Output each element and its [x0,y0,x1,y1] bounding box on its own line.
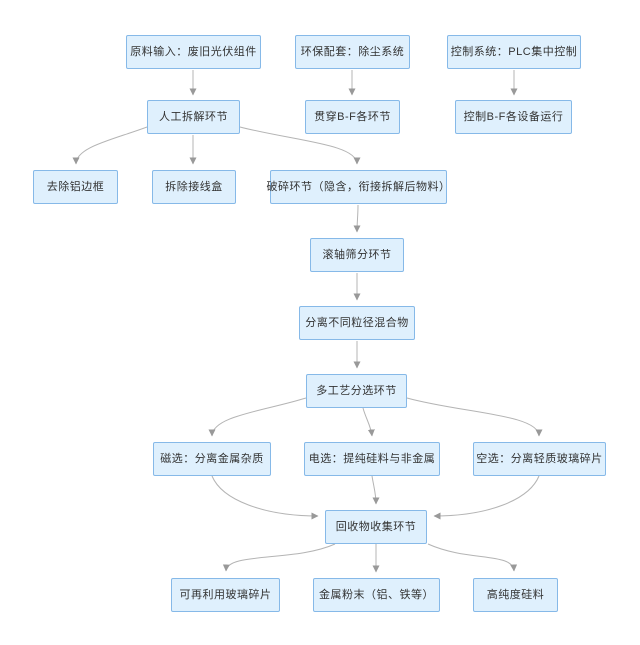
flow-node-through-bf: 贯穿B-F各环节 [305,100,400,134]
edge-collection-glass [222,543,336,572]
flow-node-control-bf: 控制B-F各设备运行 [455,100,572,134]
flow-node-metal-powder-output: 金属粉末（铝、铁等） [313,578,440,612]
flow-node-remove-junction-box: 拆除接线盒 [152,170,236,204]
flow-node-control-system: 控制系统：PLC集中控制 [447,35,581,69]
edge-magnetic-collection [211,475,319,520]
flow-node-glass-output: 可再利用玻璃碎片 [171,578,280,612]
flow-node-env-support: 环保配套：除尘系统 [295,35,410,69]
edge-electrostatic-collection [371,475,380,505]
edge-multisort-air [406,397,543,437]
edge-multisort-electrostatic [362,407,375,437]
flow-node-electrostatic-sorting: 电选：提纯硅料与非金属 [304,442,440,476]
flow-node-separate-particles: 分离不同粒径混合物 [299,306,415,340]
flow-node-multi-sorting: 多工艺分选环节 [306,374,407,408]
flow-node-raw-input: 原料输入：废旧光伏组件 [126,35,261,69]
edge-air-collection [433,475,540,520]
flow-node-roller-screening: 滚轴筛分环节 [310,238,404,272]
flow-node-air-sorting: 空选：分离轻质玻璃碎片 [473,442,606,476]
edge-multisort-magnetic [208,397,307,437]
flow-node-manual-dismantle: 人工拆解环节 [147,100,240,134]
flow-node-silicon-output: 高纯度硅料 [473,578,558,612]
edge-dismantle-crushing [239,126,361,165]
edge-collection-silicon [427,543,518,572]
flow-node-crushing: 破碎环节（隐含，衔接拆解后物料） [267,170,450,204]
flow-node-magnetic-sorting: 磁选：分离金属杂质 [153,442,271,476]
edge-dismantle-removeframe [72,126,148,165]
flow-node-collection: 回收物收集环节 [325,510,427,544]
flow-node-remove-frame: 去除铝边框 [33,170,118,204]
edge-crushing-roller [353,204,361,233]
